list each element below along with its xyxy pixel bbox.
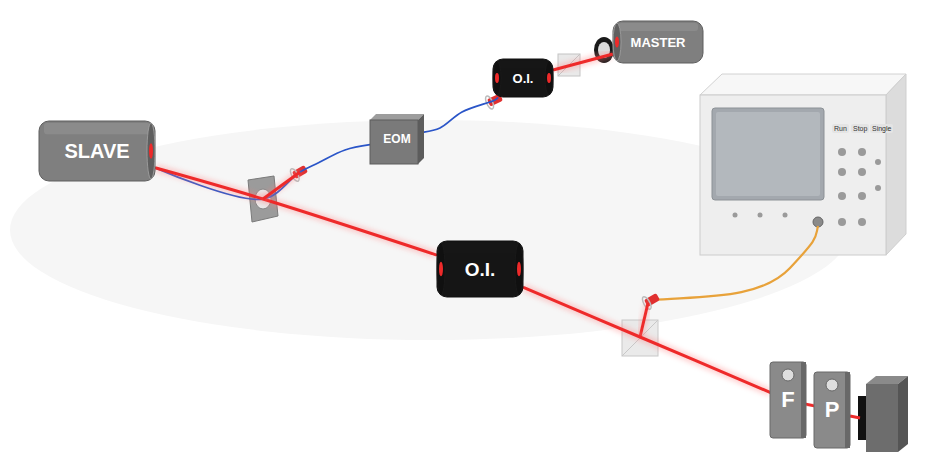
beam-group <box>806 404 814 406</box>
text-holder: SLAVE <box>38 120 156 182</box>
beam-glow <box>156 168 436 255</box>
master-laser: MASTER <box>612 20 704 64</box>
slave-laser: SLAVE <box>38 120 156 182</box>
laser-beam <box>156 168 436 255</box>
laser-beam <box>640 303 648 337</box>
signal-cable <box>652 226 818 300</box>
component-label: F <box>781 389 794 411</box>
photodetector <box>858 376 908 452</box>
text-holder: MASTER <box>612 20 704 64</box>
beam-group <box>424 98 498 132</box>
beam-group <box>554 54 612 69</box>
optical-isolator: O.I. <box>492 58 554 98</box>
filter-plate: F <box>770 362 806 438</box>
text-holder: P <box>814 372 850 448</box>
oscilloscope <box>700 74 906 255</box>
optical-fiber <box>424 98 498 132</box>
laser-beam <box>806 404 814 406</box>
laser-beam <box>263 172 300 199</box>
text-holder: O.I. <box>436 240 524 298</box>
component-label: EOM <box>383 133 410 145</box>
beam-group <box>156 145 370 200</box>
component-label: O.I. <box>513 72 534 85</box>
component-label: P <box>825 399 840 421</box>
button-label: Single <box>870 124 893 133</box>
beam-group <box>524 288 770 393</box>
optical-fiber <box>156 145 370 200</box>
laser-beam <box>524 288 770 393</box>
beam-group <box>156 168 436 255</box>
laser-beam <box>640 303 648 337</box>
button-label: Stop <box>851 124 869 133</box>
beam-glow <box>806 404 814 406</box>
beam-glow <box>524 288 770 393</box>
polarizer-plate: P <box>814 372 850 448</box>
laser-beam <box>850 416 860 418</box>
text-holder: F <box>770 362 806 438</box>
component-label: O.I. <box>465 260 496 279</box>
beam-glow <box>554 54 612 69</box>
optical-isolator: O.I. <box>436 240 524 298</box>
laser-beam <box>263 172 300 199</box>
eom-box: EOM <box>370 114 424 164</box>
text-holder: EOM <box>370 114 424 164</box>
button-label: Run <box>832 124 849 133</box>
laser-beam <box>554 54 612 69</box>
component-label: SLAVE <box>64 141 129 161</box>
text-holder: O.I. <box>492 58 554 98</box>
component-label: MASTER <box>631 36 686 49</box>
